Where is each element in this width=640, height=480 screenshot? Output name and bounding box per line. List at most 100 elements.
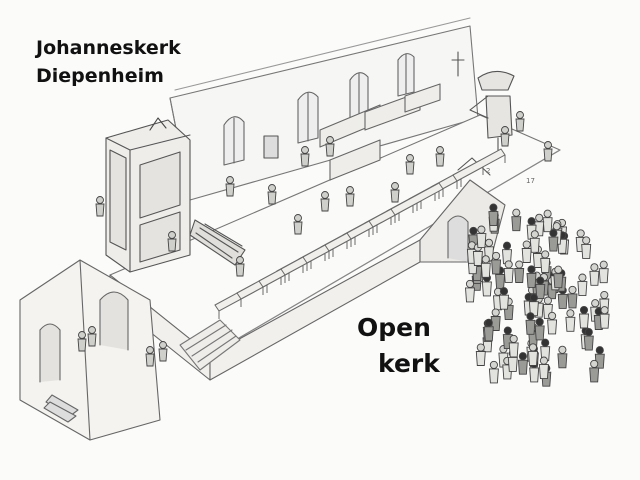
visitor-head	[168, 231, 176, 239]
crowd-head	[535, 317, 544, 326]
pew-leg	[434, 167, 484, 201]
crowd-head	[499, 287, 509, 296]
visitor-head	[236, 256, 244, 264]
visitor-body	[543, 148, 553, 162]
crowd-body	[599, 313, 610, 329]
crowd-body	[577, 281, 588, 297]
sketch-number: 17	[526, 177, 535, 185]
crowd-body	[535, 284, 546, 300]
wall-painting	[263, 135, 279, 159]
crowd-head	[522, 240, 531, 249]
visitor-body	[95, 203, 105, 217]
crowd-head	[539, 356, 548, 365]
crowd-body	[495, 274, 506, 289]
crowd-head	[535, 213, 544, 222]
pew-leg	[394, 189, 444, 223]
pew-leg	[368, 203, 418, 237]
crowd-head	[578, 273, 587, 282]
crowd-head	[584, 328, 593, 337]
crowd-body	[525, 319, 536, 335]
crowd-head	[591, 299, 600, 308]
visitor-head	[406, 154, 414, 162]
crowd-body	[547, 319, 558, 335]
crowd-body	[557, 293, 568, 309]
crowd-body	[529, 367, 540, 383]
crowd-body	[507, 356, 518, 372]
pew-leg	[350, 213, 400, 247]
crowd-head	[481, 255, 490, 264]
crowd-head	[590, 263, 599, 272]
visitor-body	[77, 338, 87, 352]
caption-open: Open	[357, 313, 431, 342]
crowd-body	[476, 233, 487, 249]
pew-leg	[390, 191, 440, 225]
crowd-body	[499, 294, 509, 310]
visitor-body	[435, 153, 445, 167]
crowd-body	[526, 272, 537, 288]
crowd-head	[600, 306, 609, 315]
crowd-head	[543, 209, 552, 218]
pew-leg	[456, 155, 506, 189]
visitor-head	[146, 346, 154, 354]
visitor-body	[267, 191, 277, 205]
crowd-head	[600, 290, 609, 300]
crowd-head	[543, 296, 552, 305]
crowd-head	[529, 293, 538, 302]
crowd-head	[465, 279, 475, 288]
crowd-head	[530, 230, 539, 239]
crowd-body	[503, 267, 514, 283]
visitor-head	[226, 176, 234, 184]
visitor-head	[436, 146, 444, 154]
staircase	[179, 319, 241, 371]
pew-rows	[214, 148, 506, 319]
crowd-head	[469, 226, 478, 235]
visitor-head	[544, 141, 552, 149]
crowd-head	[515, 260, 524, 269]
sketch-number: 2	[486, 167, 490, 175]
crowd-head	[527, 217, 536, 226]
crowd-head	[576, 229, 585, 238]
visitor-body	[235, 263, 245, 277]
crowd-body	[542, 217, 553, 233]
pew-leg	[262, 261, 312, 295]
visitor-body	[390, 189, 400, 203]
crowd-head	[541, 250, 550, 259]
pew-leg	[218, 285, 268, 319]
caption-kerk: kerk	[378, 349, 440, 378]
pew-leg	[372, 201, 422, 235]
visitor-head	[516, 111, 524, 119]
visitor-head	[346, 186, 354, 194]
crowd-head	[549, 229, 558, 238]
crowd-body	[567, 293, 578, 309]
crowd-head	[590, 359, 599, 368]
visitor-head	[321, 191, 329, 199]
crowd-head	[489, 360, 498, 369]
crowd-body	[579, 313, 589, 329]
crowd-body	[475, 351, 486, 366]
visitor-body	[500, 133, 510, 147]
crowd-body	[589, 270, 600, 286]
visitor-head	[301, 146, 309, 154]
crowd-head	[502, 241, 512, 250]
crowd-body	[534, 325, 545, 341]
crowd-head	[503, 326, 512, 335]
crowd-body	[540, 257, 551, 273]
crowd-body	[488, 211, 499, 227]
crowd-head	[509, 334, 518, 343]
visitor-head	[88, 326, 96, 334]
crowd-head	[518, 352, 527, 361]
crowd-body	[511, 216, 522, 232]
crowd-body	[553, 273, 564, 289]
pew-leg	[412, 179, 462, 213]
crowd-body	[538, 364, 549, 380]
crowd-body	[581, 243, 592, 259]
visitor-head	[96, 196, 104, 204]
church-title: Johanneskerk Diepenheim	[36, 34, 181, 90]
crowd-head	[599, 260, 608, 269]
crowd-body	[548, 236, 559, 252]
crowd-body	[557, 353, 568, 369]
pew-leg	[284, 249, 334, 283]
crowd-body	[514, 268, 525, 283]
visitor-body	[167, 238, 177, 252]
